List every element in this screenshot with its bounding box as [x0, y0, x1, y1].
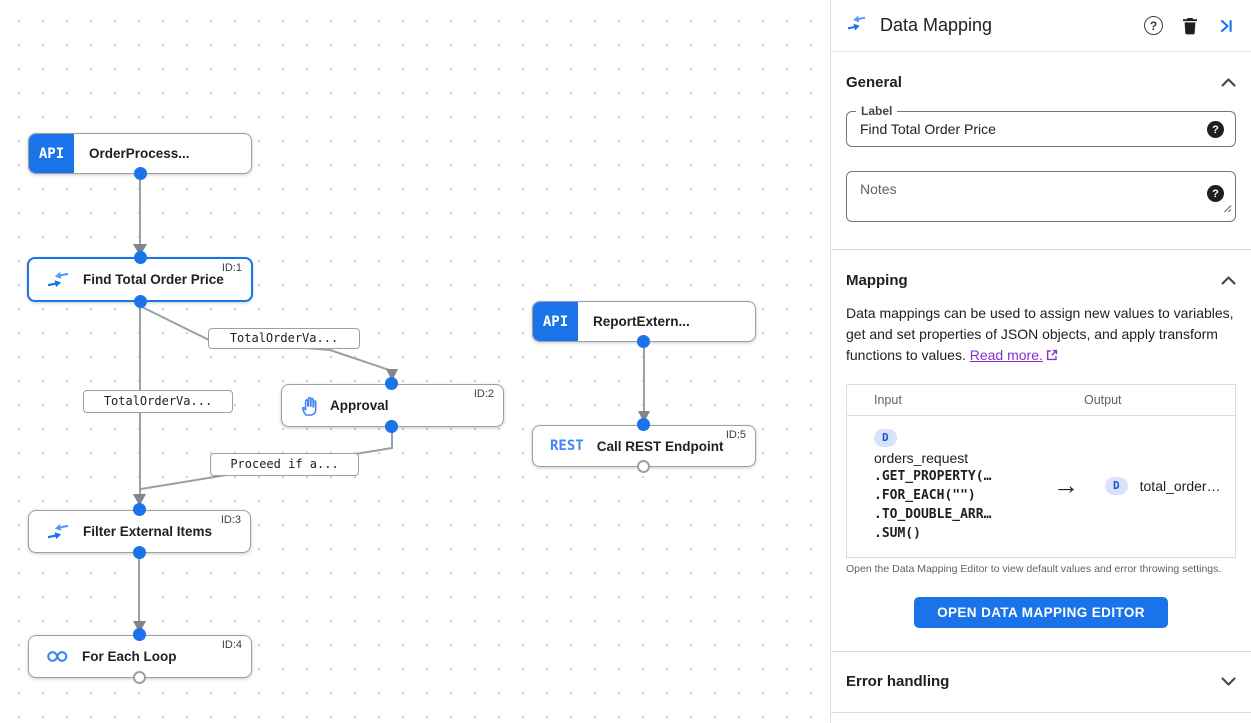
node-id-badge: ID:4	[221, 639, 242, 651]
data-mapping-icon	[46, 271, 70, 288]
read-more-link[interactable]: Read more.	[970, 347, 1058, 363]
transform-function: .SUM()	[874, 526, 921, 541]
output-variable: total_order…	[1139, 477, 1221, 494]
loop-icon	[46, 650, 69, 663]
node-id-badge: ID:3	[220, 514, 241, 526]
output-column-header: Output	[1084, 393, 1122, 407]
mapping-row[interactable]: D orders_request .GET_PROPERTY(… .FOR_EA…	[847, 416, 1235, 557]
input-variable: orders_request	[874, 450, 969, 466]
chevron-down-icon[interactable]	[1221, 677, 1236, 686]
chevron-up-icon[interactable]	[1221, 276, 1236, 285]
api-trigger-icon: API	[29, 134, 74, 173]
mapping-description: Data mappings can be used to assign new …	[846, 303, 1236, 367]
api-trigger-icon: API	[533, 302, 578, 341]
data-mapping-icon	[46, 523, 70, 540]
transform-function: .FOR_EACH("")	[874, 488, 976, 503]
section-general: General Label ? ?	[846, 52, 1236, 249]
node-id-badge: ID:2	[473, 388, 494, 400]
label-input[interactable]	[847, 112, 1235, 146]
mapping-arrow-icon: →	[1053, 470, 1079, 500]
panel-header: Data Mapping ?	[831, 0, 1251, 52]
port-in[interactable]	[133, 628, 146, 641]
external-link-icon	[1046, 346, 1058, 367]
notes-textarea[interactable]	[847, 172, 1235, 216]
port-out[interactable]	[133, 546, 146, 559]
node-label: For Each Loop	[82, 649, 177, 664]
label-field-caption: Label	[856, 104, 898, 118]
hand-approval-icon	[299, 396, 317, 416]
datatype-chip: D	[874, 429, 897, 447]
help-icon[interactable]: ?	[1207, 121, 1224, 138]
chevron-up-icon[interactable]	[1221, 78, 1236, 87]
port-in[interactable]	[385, 377, 398, 390]
input-column-header: Input	[874, 393, 902, 407]
edge-connectors	[133, 173, 650, 633]
rest-task-icon: REST	[550, 438, 584, 454]
panel-title: Data Mapping	[880, 15, 993, 35]
node-approval[interactable]: Approval ID:2	[281, 384, 504, 427]
help-icon[interactable]: ?	[1207, 185, 1224, 202]
workflow-canvas[interactable]: TotalOrderVa... TotalOrderVa... Proceed …	[0, 0, 830, 723]
port-out-open[interactable]	[637, 460, 650, 473]
port-in[interactable]	[134, 251, 147, 264]
node-label: Approval	[330, 398, 389, 413]
port-in[interactable]	[637, 418, 650, 431]
section-mapping: Mapping Data mappings can be used to ass…	[846, 250, 1236, 651]
mapping-preview-table: Input Output D orders_request .GET_PROPE…	[846, 384, 1236, 558]
label-field-container: Label ?	[846, 104, 1236, 147]
port-in[interactable]	[133, 503, 146, 516]
data-mapping-icon	[846, 15, 867, 36]
datatype-chip: D	[1105, 476, 1128, 495]
port-out[interactable]	[637, 335, 650, 348]
section-divider	[831, 249, 1251, 250]
node-label: Find Total Order Price	[83, 272, 224, 287]
data-mapping-config-panel: Data Mapping ? General L	[830, 0, 1251, 723]
node-label: Call REST Endpoint	[596, 438, 724, 454]
error-handling-section-title: Error handling	[846, 673, 950, 690]
node-label: OrderProcess...	[89, 146, 190, 161]
node-label: Filter External Items	[83, 524, 213, 539]
transform-function: .GET_PROPERTY(…	[874, 469, 992, 484]
port-out[interactable]	[385, 420, 398, 433]
node-reportextern-trigger[interactable]: API ReportExtern...	[532, 301, 756, 342]
node-label: ReportExtern...	[593, 314, 690, 329]
open-data-mapping-editor-button[interactable]: OPEN DATA MAPPING EDITOR	[914, 597, 1168, 628]
node-call-rest-endpoint[interactable]: REST Call REST Endpoint ID:5	[532, 425, 756, 467]
port-out[interactable]	[134, 295, 147, 308]
section-divider	[831, 712, 1251, 713]
mapping-footnote: Open the Data Mapping Editor to view def…	[846, 563, 1222, 575]
port-out[interactable]	[134, 167, 147, 180]
general-section-title: General	[846, 74, 902, 91]
edge-label-totalorderva-2[interactable]: TotalOrderVa...	[83, 390, 233, 413]
node-filter-external-items[interactable]: Filter External Items ID:3	[28, 510, 251, 553]
help-icon[interactable]: ?	[1144, 16, 1163, 35]
notes-field-container: ?	[846, 171, 1236, 222]
mapping-section-title: Mapping	[846, 272, 908, 289]
transform-function: .TO_DOUBLE_ARR…	[874, 507, 992, 522]
port-out-open[interactable]	[133, 671, 146, 684]
edge-label-totalorderva-1[interactable]: TotalOrderVa...	[208, 328, 360, 349]
collapse-panel-icon[interactable]	[1217, 18, 1234, 34]
node-id-badge: ID:5	[725, 429, 746, 441]
node-id-badge: ID:1	[221, 262, 242, 274]
section-error-handling[interactable]: Error handling	[846, 652, 1236, 712]
resize-grip-icon[interactable]	[1222, 200, 1232, 218]
trash-icon[interactable]	[1182, 17, 1198, 35]
section-divider	[831, 651, 1251, 652]
edge-label-proceed-if[interactable]: Proceed if a...	[210, 453, 359, 476]
